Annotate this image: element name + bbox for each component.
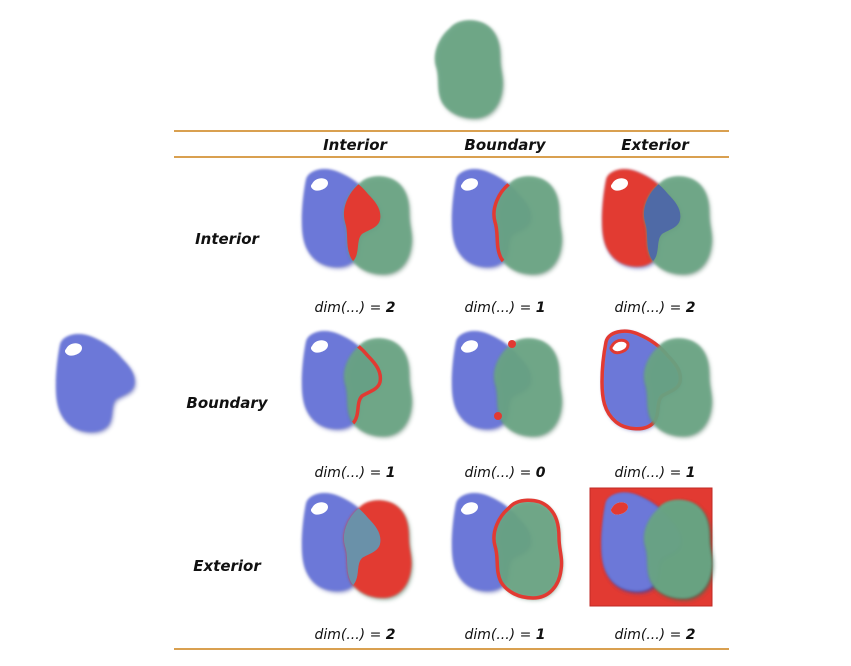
dim-text: dim(...) = — [314, 627, 386, 643]
dim-label-interior-exterior: dim(...) = 2 — [590, 300, 720, 316]
shape-b — [492, 498, 564, 600]
row-header-exterior: Exterior — [193, 557, 261, 575]
dim-text: dim(...) = — [314, 465, 386, 481]
shape-b — [493, 176, 564, 276]
dim-text: dim(...) = — [464, 465, 536, 481]
dim-value: 2 — [385, 300, 396, 316]
hole — [610, 178, 628, 191]
dim-value: 1 — [535, 627, 546, 643]
dim-text: dim(...) = — [614, 300, 686, 316]
dim-label-boundary-boundary: dim(...) = 0 — [440, 465, 570, 481]
top-rule-1 — [174, 130, 729, 132]
matrix-cell-exterior-boundary — [452, 493, 564, 600]
hole — [460, 178, 478, 191]
dim-value: 1 — [385, 465, 396, 481]
intersection-point — [494, 412, 502, 420]
dim-label-boundary-interior: dim(...) = 1 — [290, 465, 420, 481]
row-header-interior: Interior — [195, 230, 259, 248]
top-rule-2 — [174, 156, 729, 158]
dim-text: dim(...) = — [614, 465, 686, 481]
dim-label-interior-interior: dim(...) = 2 — [290, 300, 420, 316]
intersection-point — [508, 340, 516, 348]
boundary-b-inside-a — [492, 174, 531, 267]
shape-a — [56, 334, 136, 434]
matrix-cell-boundary-boundary — [452, 331, 564, 438]
matrix-cell-exterior-exterior — [589, 487, 714, 607]
dim-label-exterior-exterior: dim(...) = 2 — [590, 627, 720, 643]
hole — [460, 340, 478, 353]
dim-text: dim(...) = — [464, 300, 536, 316]
hole — [460, 502, 478, 515]
hole — [310, 178, 328, 191]
column-header-boundary: Boundary — [464, 136, 546, 154]
hole — [310, 340, 328, 353]
dim-text: dim(...) = — [464, 627, 536, 643]
bottom-rule — [174, 648, 729, 650]
hole — [64, 343, 82, 356]
matrix-cell-boundary-exterior — [600, 329, 714, 438]
column-header-exterior: Exterior — [621, 136, 689, 154]
a-over-b — [343, 500, 381, 591]
hole — [310, 502, 328, 515]
shape-b — [643, 500, 714, 600]
dim-value: 1 — [685, 465, 696, 481]
dim-value: 1 — [535, 300, 546, 316]
dim-value: 0 — [535, 465, 546, 481]
row-header-boundary: Boundary — [186, 394, 268, 412]
dim-value: 2 — [685, 300, 696, 316]
dim-label-interior-boundary: dim(...) = 1 — [440, 300, 570, 316]
shape-b — [434, 20, 505, 120]
matrix-cell-interior-exterior — [602, 169, 714, 276]
dim-label-exterior-boundary: dim(...) = 1 — [440, 627, 570, 643]
matrix-cell-interior-interior — [302, 169, 414, 276]
dim-label-exterior-interior: dim(...) = 2 — [290, 627, 420, 643]
shape-b — [643, 338, 714, 438]
reference-shape-a — [56, 334, 136, 434]
dim-text: dim(...) = — [614, 627, 686, 643]
boundary-b — [492, 498, 564, 600]
column-header-interior: Interior — [323, 136, 387, 154]
dim-label-boundary-exterior: dim(...) = 1 — [590, 465, 720, 481]
boundary-hole — [609, 338, 630, 355]
matrix-cell-interior-boundary — [452, 169, 564, 276]
dim-value: 2 — [685, 627, 696, 643]
shape-b — [493, 338, 564, 438]
shape-b — [343, 338, 414, 438]
matrix-cell-exterior-interior — [302, 493, 414, 600]
matrix-cell-boundary-interior — [302, 331, 414, 438]
dim-text: dim(...) = — [314, 300, 386, 316]
dim-value: 2 — [385, 627, 396, 643]
